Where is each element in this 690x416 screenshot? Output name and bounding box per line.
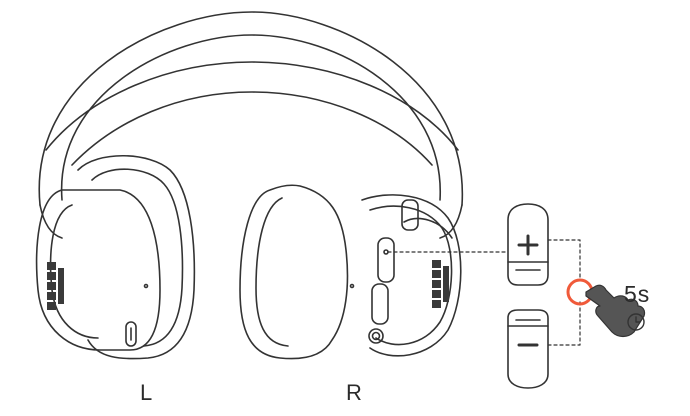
hold-duration-label: 5s <box>624 281 651 307</box>
left-ear-cup <box>35 155 196 360</box>
jbl-logo-left <box>47 262 64 310</box>
connector-lines <box>387 239 581 346</box>
headband <box>38 11 463 239</box>
volume-up-button-detail[interactable] <box>507 203 549 286</box>
volume-down-button-on-cup <box>371 283 389 325</box>
right-ear-cup <box>239 184 462 360</box>
clock-icon <box>627 313 645 331</box>
left-side-label: L <box>140 380 153 405</box>
noise-cancel-switch <box>401 199 419 231</box>
usb-port <box>368 328 384 344</box>
pointing-hand-icon <box>585 284 646 338</box>
right-cup-controls <box>368 199 419 344</box>
right-side-label: R <box>346 380 362 405</box>
volume-down-button-detail[interactable] <box>507 309 549 389</box>
jbl-logo-right <box>432 260 449 308</box>
volume-up-button-on-cup <box>377 237 395 283</box>
